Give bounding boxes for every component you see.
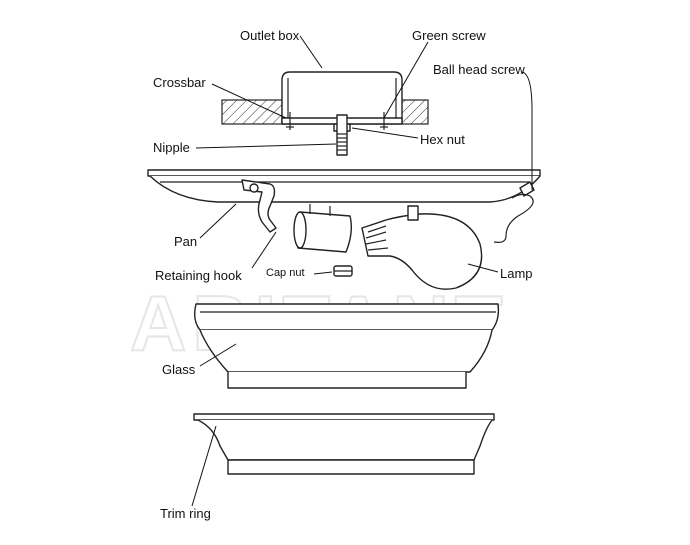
label-lamp: Lamp bbox=[500, 266, 533, 281]
trim-ring bbox=[193, 413, 495, 475]
pan bbox=[147, 169, 541, 203]
label-crossbar: Crossbar bbox=[153, 75, 206, 90]
label-glass: Glass bbox=[162, 362, 196, 377]
lamp-socket bbox=[293, 204, 353, 253]
leader-lines bbox=[191, 35, 533, 507]
outlet-box bbox=[281, 71, 403, 124]
label-pan: Pan bbox=[174, 234, 197, 249]
label-outlet-box: Outlet box bbox=[240, 28, 300, 43]
cap-nut bbox=[333, 265, 353, 277]
nipple bbox=[336, 114, 348, 156]
green-screw bbox=[380, 112, 388, 130]
labels: Outlet box Green screw Ball head screw C… bbox=[153, 28, 533, 521]
label-green-screw: Green screw bbox=[412, 28, 486, 43]
glass bbox=[193, 303, 500, 389]
ball-head-screw bbox=[493, 181, 535, 243]
lamp-bulb bbox=[361, 205, 483, 290]
label-ball-head-screw: Ball head screw bbox=[433, 62, 525, 77]
label-retaining-hook: Retaining hook bbox=[155, 268, 242, 283]
label-nipple: Nipple bbox=[153, 140, 190, 155]
retaining-hook bbox=[241, 179, 277, 233]
label-trim-ring: Trim ring bbox=[160, 506, 211, 521]
label-hex-nut: Hex nut bbox=[420, 132, 465, 147]
label-cap-nut: Cap nut bbox=[266, 267, 305, 279]
